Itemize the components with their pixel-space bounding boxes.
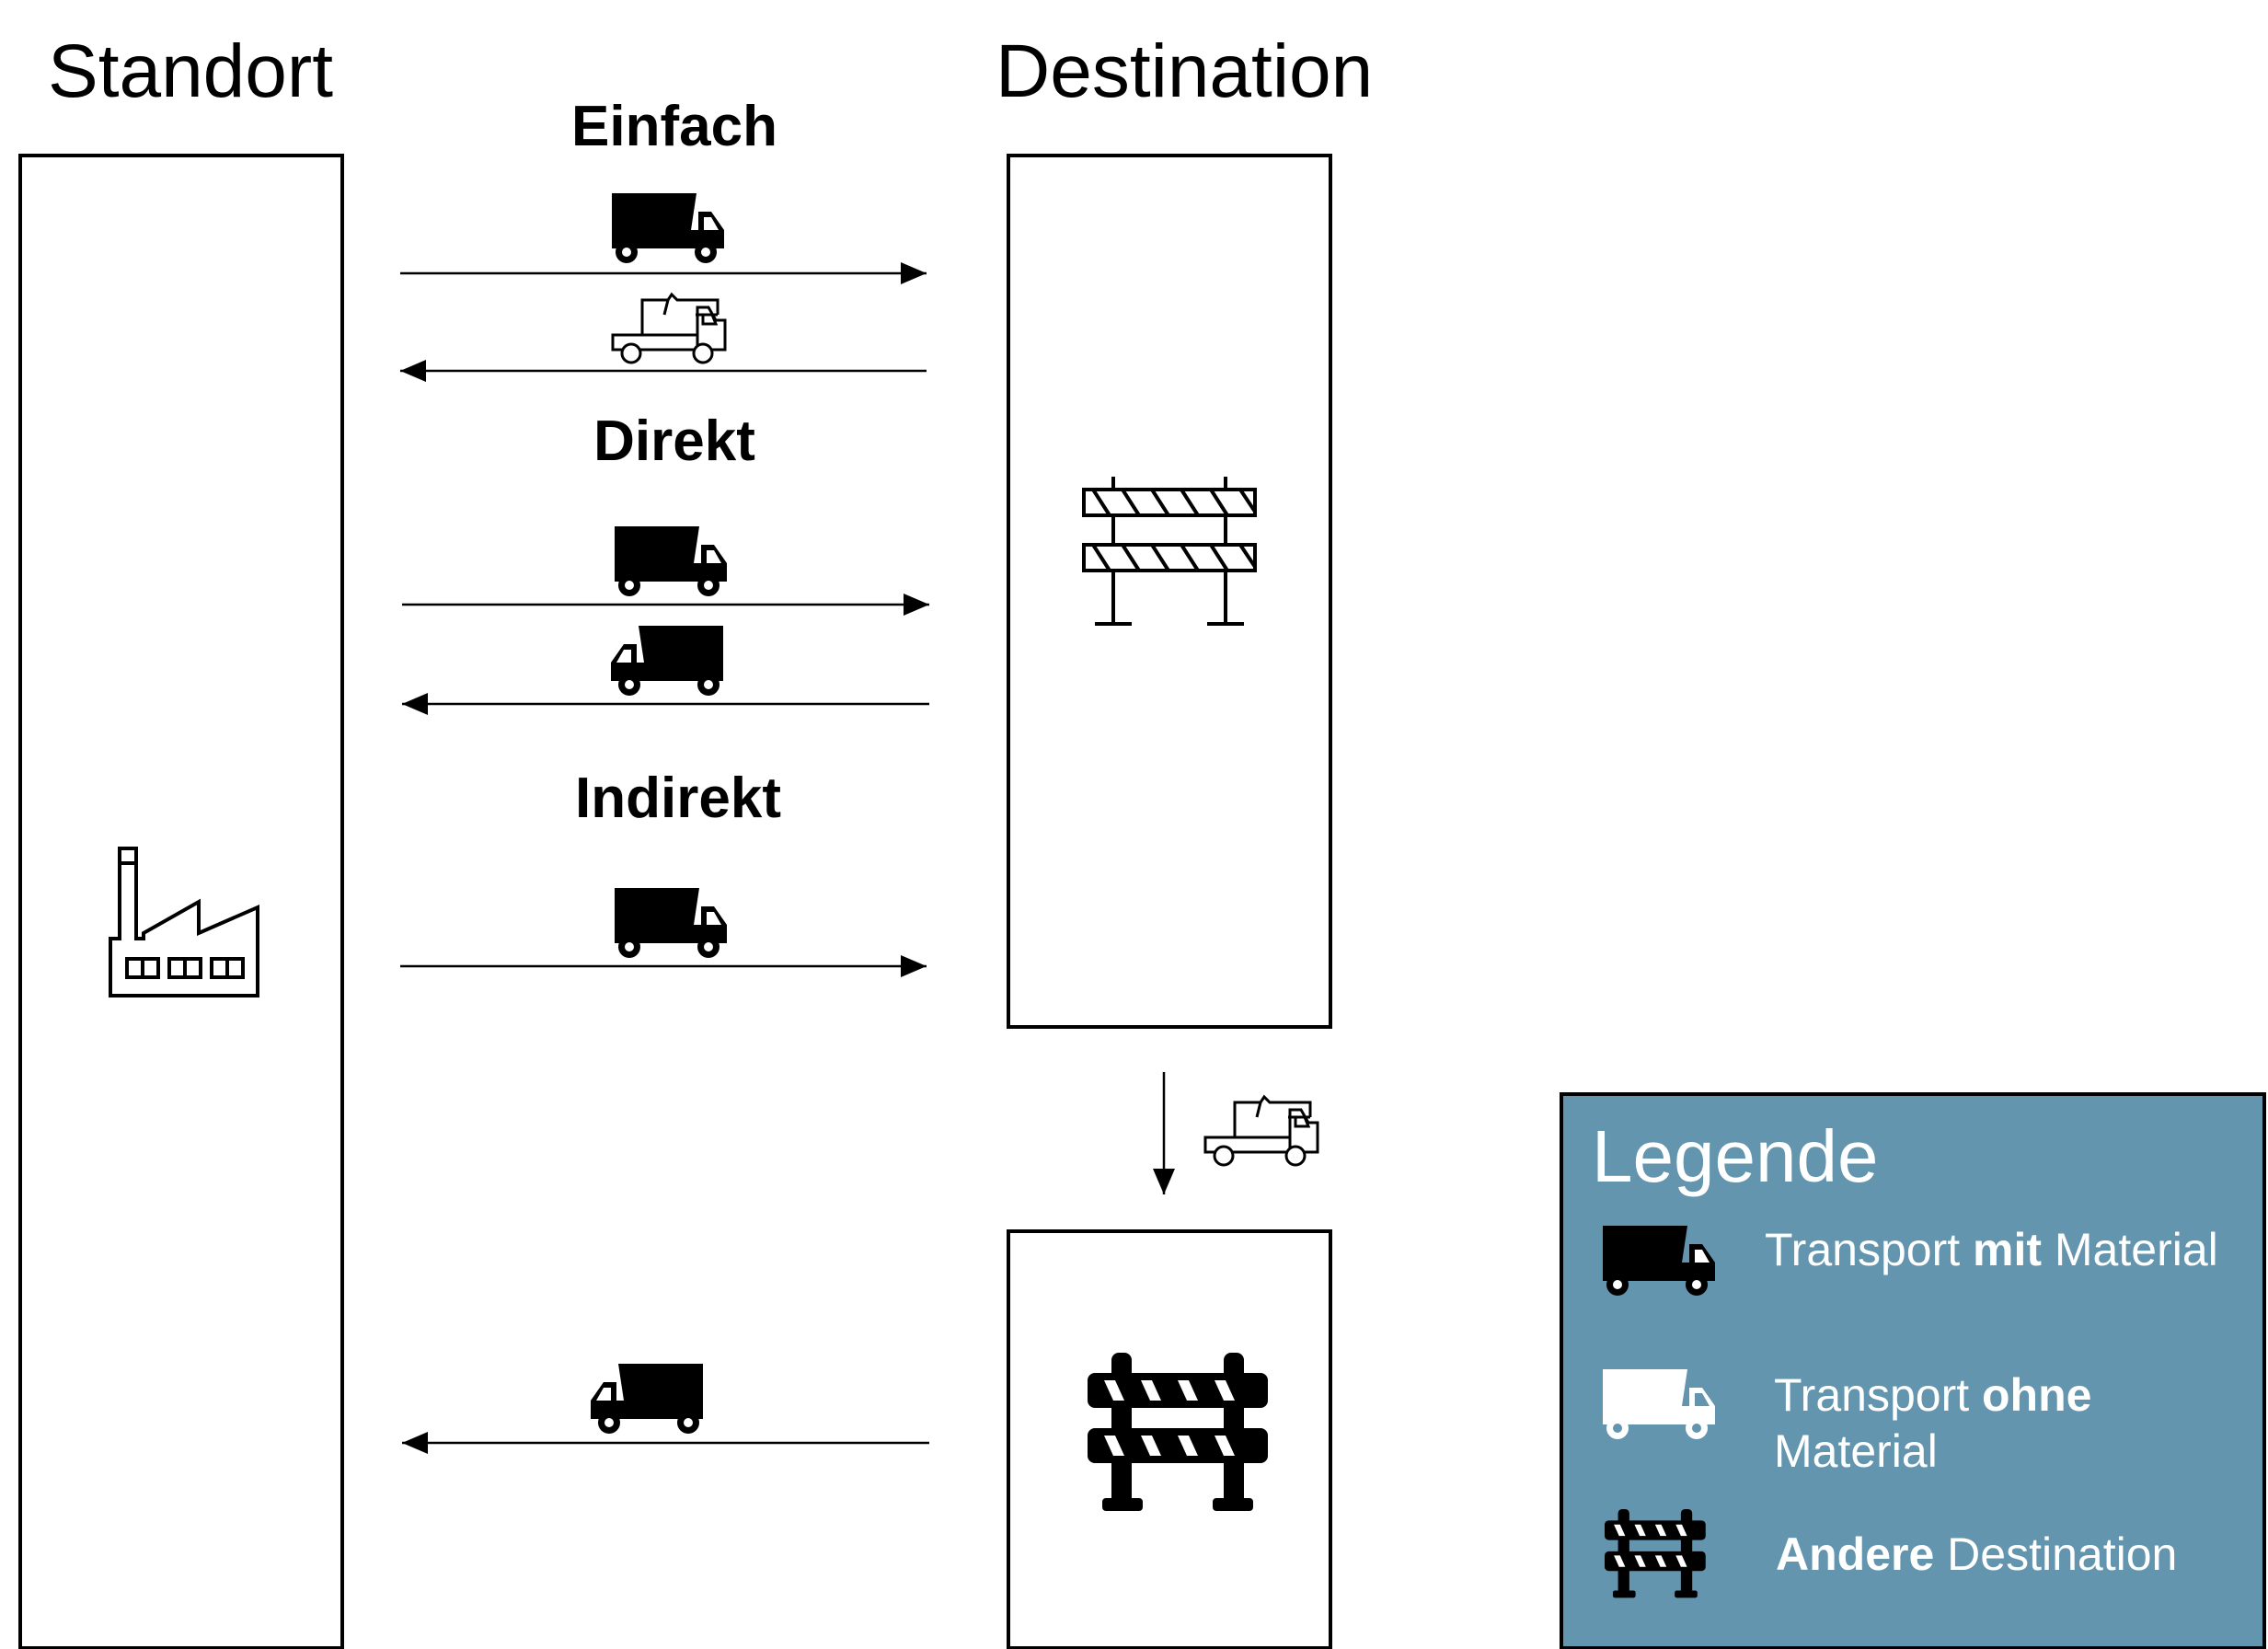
factory-icon — [109, 847, 259, 997]
barrier-outline-icon — [1082, 475, 1257, 626]
destination-box — [1007, 154, 1332, 1029]
section-indirect-label: Indirekt — [575, 767, 781, 830]
source-heading: Standort — [48, 29, 333, 113]
empty-truck-icon — [1205, 1097, 1318, 1165]
loaded-truck-icon — [612, 193, 724, 263]
loaded-truck-icon — [611, 626, 723, 696]
legend-loaded-label: Transport mit Material — [1765, 1224, 2218, 1275]
other-destination-box — [1007, 1229, 1332, 1649]
legend-other-label: Andere Destination — [1776, 1528, 2177, 1580]
destination-heading: Destination — [996, 29, 1373, 113]
section-direct-label: Direkt — [593, 409, 755, 473]
legend-empty-label-line2: Material — [1774, 1425, 1938, 1477]
loaded-truck-icon — [615, 526, 727, 596]
loaded-truck-icon — [615, 888, 727, 958]
legend: Legende Transport mit Material Transport… — [1560, 1092, 2266, 1649]
empty-truck-icon — [613, 294, 725, 363]
barrier-filled-icon — [1088, 1353, 1268, 1511]
section-simple-label: Einfach — [571, 95, 777, 158]
legend-title: Legende — [1592, 1115, 1878, 1197]
legend-empty-label: Transport ohne — [1774, 1369, 2091, 1421]
source-box — [18, 154, 344, 1649]
loaded-truck-icon — [591, 1364, 703, 1434]
